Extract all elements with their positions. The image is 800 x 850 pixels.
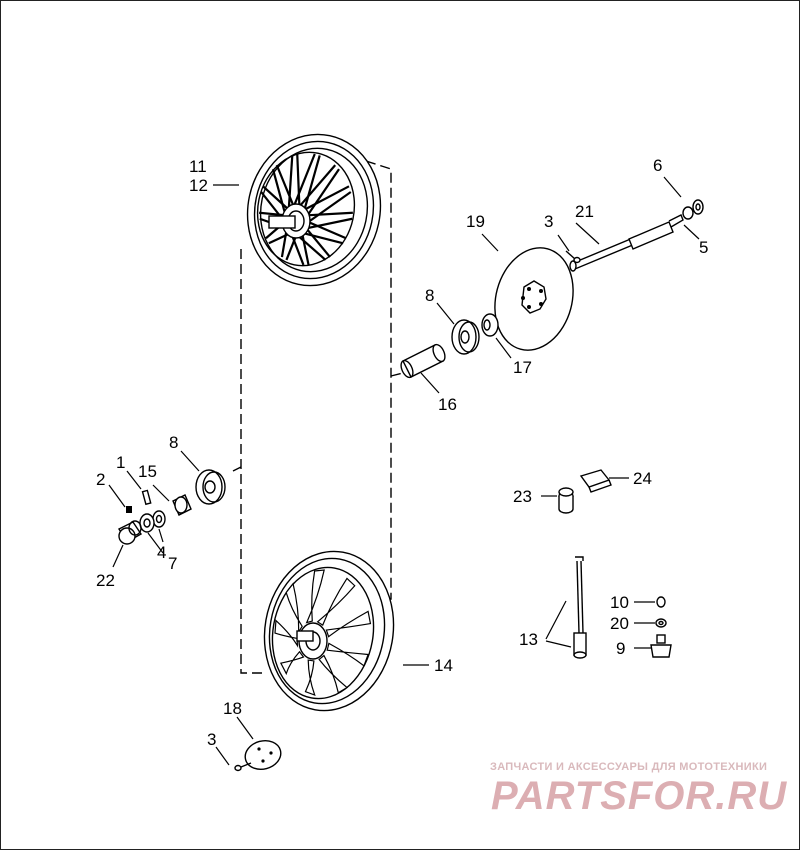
callout-14: 14 — [434, 656, 453, 675]
wheel-spoke — [296, 164, 337, 210]
cast-wheel-arm — [316, 577, 356, 627]
cast-wheel-arm — [274, 619, 299, 648]
leader-lines — [108, 176, 700, 766]
callout-4: 4 — [157, 543, 166, 562]
callout-5: 5 — [699, 238, 708, 257]
watermark-logo: PARTSFOR.RU — [491, 774, 787, 818]
wheel-spoke — [262, 185, 292, 212]
spoke-wheel — [246, 133, 382, 287]
wheel-spoke — [301, 185, 350, 213]
cast-wheel-arm — [304, 659, 316, 697]
brake-disc — [494, 247, 574, 351]
part-23 — [558, 487, 574, 514]
plate-18 — [244, 739, 282, 771]
callout-20: 20 — [610, 614, 629, 633]
watermark-subtitle: ЗАПЧАСТИ И АКСЕССУАРЫ ДЛЯ МОТОТЕХНИКИ — [490, 761, 767, 773]
callout-23: 23 — [513, 487, 532, 506]
callout-labels: 11 12 19 3 21 6 5 8 17 16 8 1 15 2 4 7 2… — [96, 156, 708, 749]
wheel-spoke — [303, 217, 353, 231]
spacer-tube-16 — [400, 343, 446, 379]
callout-16: 16 — [438, 395, 457, 414]
cast-wheel-arm — [305, 569, 325, 624]
callout-7: 7 — [168, 554, 177, 573]
cap-22 — [118, 520, 142, 545]
pin-1 — [141, 489, 152, 506]
washer-4 — [152, 510, 166, 528]
bearing-8-lower — [195, 469, 226, 505]
spoke-13 — [573, 556, 587, 659]
wheel-spoke — [296, 153, 301, 210]
callout-8-upper: 8 — [425, 286, 434, 305]
screw-3-upper — [565, 250, 581, 264]
watermark: ЗАПЧАСТИ И АКСЕССУАРЫ ДЛЯ МОТОТЕХНИКИ PA… — [490, 761, 787, 818]
callout-3-lower: 3 — [207, 730, 216, 749]
part-24 — [579, 469, 612, 493]
callout-11: 11 — [189, 157, 207, 176]
wheel-spoke — [287, 155, 294, 214]
cast-wheel-arm — [318, 654, 349, 694]
gear-7 — [139, 513, 155, 533]
callout-24: 24 — [633, 469, 652, 488]
callout-22: 22 — [96, 571, 115, 590]
wheel-spoke — [305, 191, 352, 225]
screw-3-lower — [234, 762, 252, 772]
cast-wheel — [263, 550, 395, 712]
callout-2: 2 — [96, 470, 105, 489]
callout-9: 9 — [616, 639, 625, 658]
spacer-15 — [172, 494, 192, 516]
callout-19: 19 — [466, 212, 485, 231]
bearing-8-upper — [451, 313, 499, 355]
valve-9 — [650, 634, 672, 658]
callout-6: 6 — [653, 156, 662, 175]
washer-20 — [655, 618, 667, 628]
callout-10: 10 — [610, 593, 629, 612]
callout-17: 17 — [513, 358, 532, 377]
callout-8-lower: 8 — [169, 433, 178, 452]
callout-12: 12 — [189, 176, 208, 195]
wheel-spoke — [302, 155, 321, 214]
cast-wheel-arm — [325, 610, 372, 638]
cast-wheel-arm — [279, 650, 305, 676]
set-screw-2 — [126, 506, 132, 513]
cast-wheel-arm — [285, 582, 303, 635]
callout-21: 21 — [575, 202, 594, 221]
cast-wheel-arm — [326, 642, 369, 667]
callout-18: 18 — [223, 699, 242, 718]
callout-3-upper: 3 — [544, 212, 553, 231]
wheel-spoke — [304, 211, 353, 217]
wheel-spoke — [304, 168, 340, 219]
wheel-spoke — [291, 153, 316, 211]
wheel-spoke — [271, 168, 288, 219]
callout-13: 13 — [519, 630, 538, 649]
wheel-spoke — [299, 231, 344, 245]
nipple-10 — [656, 596, 666, 608]
wheel-spoke — [275, 164, 296, 210]
callout-15: 15 — [138, 462, 157, 481]
wheel-spoke — [305, 219, 347, 240]
wheel-spoke — [304, 225, 331, 258]
callout-1: 1 — [116, 453, 125, 472]
assembly-dashed-lines — [232, 160, 404, 674]
axle — [569, 199, 704, 272]
